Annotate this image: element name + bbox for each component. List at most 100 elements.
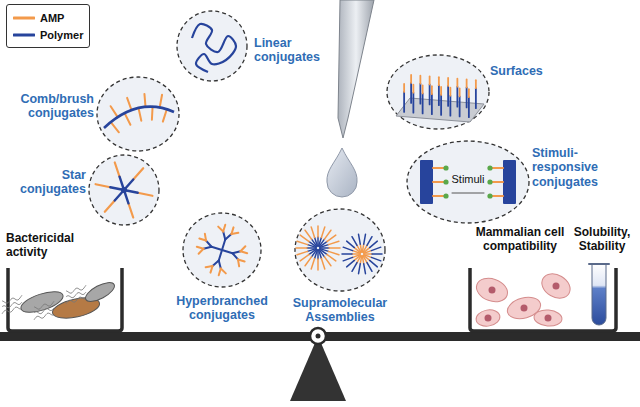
- dashed-circle: [295, 209, 385, 291]
- fulcrum: [290, 336, 346, 401]
- conjugate-label: Star conjugates: [8, 168, 86, 197]
- amp-side-chain: [151, 107, 154, 120]
- mammalian-cell: [475, 308, 501, 328]
- polymer-branch: [206, 241, 211, 247]
- star-core: [121, 187, 127, 193]
- micelle-outer: [352, 263, 357, 272]
- grafted-amp: [429, 76, 431, 84]
- micelle-inner: [364, 251, 372, 254]
- micelle-inner: [360, 244, 361, 252]
- amp-link: [433, 167, 444, 169]
- legend-line-stroke: [14, 33, 34, 36]
- conjugate-label: Hyperbranched conjugates: [162, 294, 282, 323]
- flagellum: [66, 285, 86, 293]
- pan-label: Solubility, Stability: [568, 226, 636, 254]
- surface-plane: [396, 98, 484, 122]
- micelle-inner: [319, 250, 324, 257]
- polymer-arm: [110, 187, 124, 190]
- amp-tip: [199, 249, 204, 254]
- micelle-outer: [324, 230, 330, 239]
- grafted-polymer: [459, 96, 461, 116]
- micelle-outer: [352, 237, 357, 246]
- grafted-polymer: [438, 85, 440, 105]
- micelle-inner: [364, 248, 370, 253]
- micelle-inner: [312, 250, 317, 257]
- amp-tip: [210, 266, 212, 273]
- legend-text: AMP: [40, 12, 64, 24]
- micelle-outer: [300, 235, 309, 241]
- micelle-outer: [305, 257, 311, 266]
- micelle-outer: [343, 247, 352, 250]
- mammalian-cell: [505, 294, 543, 322]
- conjugate-label: Linear conjugates: [254, 36, 334, 65]
- micelle-inner: [362, 256, 363, 264]
- grafted-amp: [468, 89, 470, 97]
- flagellum: [66, 297, 86, 304]
- amp-tip: [206, 266, 213, 267]
- micelle-inner: [308, 245, 317, 248]
- circle-outline: [182, 212, 262, 288]
- grafted-polymer: [412, 93, 414, 113]
- flagellum: [2, 307, 22, 314]
- conjugate-circle: Stimuli-responsive conjugatesStimuli: [406, 140, 530, 224]
- bacterium: [19, 288, 66, 317]
- grafted-polymer: [440, 95, 442, 115]
- polymer-branch: [203, 247, 211, 249]
- polymer-branch: [225, 234, 231, 239]
- linker-dot: [487, 179, 492, 184]
- flagellum: [34, 308, 54, 314]
- amp-link: [492, 167, 503, 169]
- micelle-inner: [320, 249, 327, 254]
- polymer-arm: [124, 190, 128, 203]
- micelle-inner: [363, 256, 367, 263]
- linker-dot: [487, 193, 492, 198]
- micelle-inner: [360, 256, 361, 264]
- amp-arm: [115, 163, 120, 177]
- micelle-outer: [370, 260, 378, 266]
- micelle-outer: [311, 227, 314, 237]
- micelle-inner: [362, 244, 363, 252]
- grafted-polymer: [422, 93, 424, 113]
- micelle-inner: [354, 248, 360, 253]
- pan-label: Mammalian cell compatibility: [470, 226, 570, 254]
- amp-side-chain: [125, 113, 131, 125]
- tube-rim: [589, 263, 609, 265]
- amp-side-chain: [111, 122, 119, 132]
- amp-tip: [241, 251, 248, 253]
- legend-line-stroke: [14, 16, 34, 19]
- pan-label: Bactericidal activity: [6, 232, 102, 260]
- grafted-polymer: [447, 86, 449, 106]
- dashed-circle: [183, 213, 261, 287]
- droplet: [327, 148, 357, 197]
- amp-tip: [218, 227, 223, 232]
- circle-outline: [386, 54, 490, 130]
- micelle-inner: [320, 247, 329, 249]
- mammalian-cell: [538, 269, 575, 303]
- amp-arm: [133, 168, 143, 179]
- micelle-inner: [309, 242, 316, 247]
- grafted-amp: [422, 85, 424, 93]
- conjugate-circle: Supramolecular Assemblies: [294, 208, 386, 292]
- micelle-inner: [354, 255, 360, 260]
- legend-row: Polymer: [13, 26, 83, 43]
- conjugate-circle: Linear conjugates: [176, 10, 248, 82]
- conjugate-label: Comb/brush conjugates: [8, 92, 94, 121]
- micelle-outer: [296, 247, 307, 249]
- micelle-outer: [297, 251, 307, 254]
- amp-tip: [238, 259, 245, 261]
- micelle-outer: [311, 258, 314, 268]
- micelle-outer: [297, 241, 307, 244]
- amp-arm: [128, 203, 133, 217]
- grafted-polymer: [468, 97, 470, 117]
- micelle-inner: [312, 239, 317, 246]
- pipette: [338, 0, 374, 138]
- grafted-amp: [456, 79, 458, 87]
- micelle-inner: [364, 255, 370, 260]
- micelle-outer: [317, 259, 319, 270]
- micelle-inner: [357, 245, 361, 252]
- polymer-block: [503, 160, 516, 204]
- amp-tip: [238, 259, 239, 266]
- micelle-inner: [309, 249, 316, 254]
- amp-link: [433, 181, 444, 183]
- conjugate-circle: Comb/brush conjugates: [96, 76, 180, 152]
